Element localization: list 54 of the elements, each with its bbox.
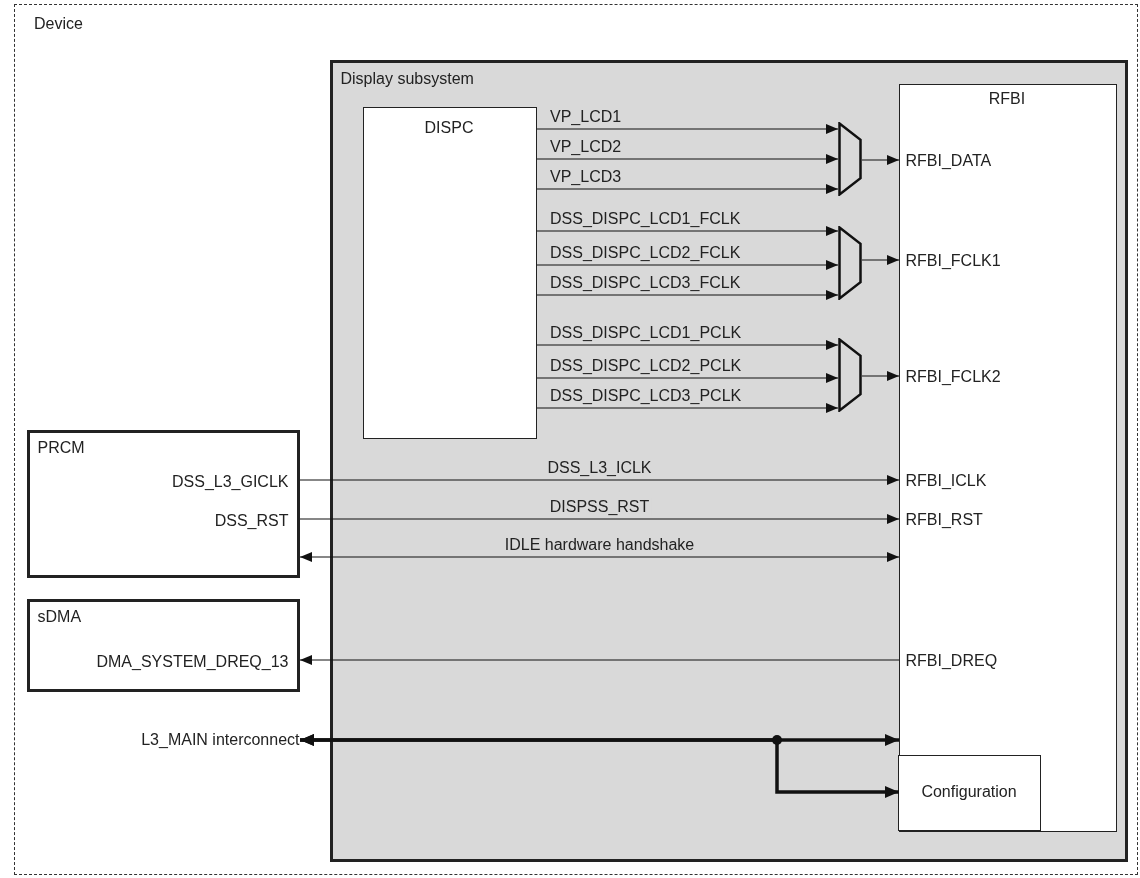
port-label: RFBI_DATA (905, 150, 992, 171)
arrow (861, 255, 900, 265)
box-title: DISPC (423, 117, 475, 138)
edge-label: DSS_DISPC_LCD3_FCLK (548, 274, 743, 292)
edge-label: DSS_DISPC_LCD1_PCLK (548, 324, 744, 342)
arrow (861, 371, 900, 381)
arrow (536, 226, 839, 236)
multiplexer-shape (837, 225, 862, 300)
edge-label: DSS_DISPC_LCD2_FCLK (548, 244, 743, 262)
module-box (898, 83, 1117, 832)
device-boundary (14, 4, 1138, 875)
arrow (300, 734, 899, 798)
bus-label: L3_MAIN interconnect (141, 729, 300, 750)
port-label: RFBI_RST (905, 509, 983, 530)
module-box (26, 598, 300, 692)
box-title: Configuration (920, 782, 1018, 802)
arrow (299, 655, 900, 665)
arrow (299, 475, 900, 485)
edge-label: VP_LCD3 (548, 168, 624, 186)
boundary-label: Device (34, 14, 83, 34)
port-label: DSS_L3_GICLK (172, 471, 289, 492)
edge-label: VP_LCD2 (548, 138, 624, 156)
module-box (898, 755, 1041, 831)
arrow (536, 290, 839, 300)
module-box (362, 106, 537, 439)
edge-label: DSS_L3_ICLK (545, 459, 654, 477)
edge-label: DSS_DISPC_LCD1_FCLK (548, 210, 743, 228)
port-label: RFBI_FCLK2 (905, 366, 1001, 387)
module-box (26, 429, 300, 578)
arrow (536, 340, 839, 350)
edge-label: VP_LCD1 (548, 108, 624, 126)
arrow (861, 155, 900, 165)
port-label: RFBI_DREQ (905, 650, 998, 671)
box-title: RFBI (987, 88, 1027, 109)
arrow (299, 514, 900, 524)
port-label: DMA_SYSTEM_DREQ_13 (96, 651, 289, 672)
subsystem-box (329, 59, 1128, 862)
arrow (536, 373, 839, 383)
port-label: RFBI_ICLK (905, 470, 987, 491)
multiplexer-shape (837, 121, 862, 196)
port-label: DSS_RST (214, 510, 289, 531)
arrow (536, 124, 839, 134)
arrow (299, 552, 900, 562)
arrow (536, 154, 839, 164)
box-title: sDMA (37, 606, 82, 627)
arrow (536, 184, 839, 194)
box-title: Display subsystem (340, 68, 474, 89)
port-label: RFBI_FCLK1 (905, 250, 1001, 271)
multiplexer-shape (837, 337, 862, 412)
edge-label: DSS_DISPC_LCD2_PCLK (548, 357, 744, 375)
box-title: PRCM (37, 437, 85, 458)
edge-label: DSS_DISPC_LCD3_PCLK (548, 387, 744, 405)
arrow (536, 403, 839, 413)
arrow (536, 260, 839, 270)
